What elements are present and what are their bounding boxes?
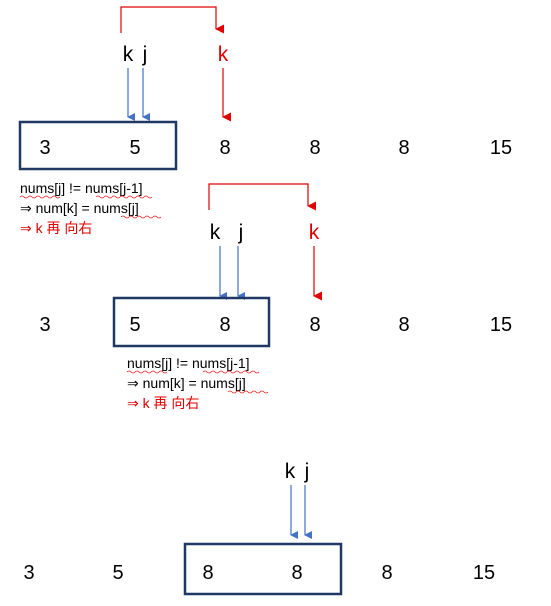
k-pointer-label: k [285, 460, 296, 483]
step-1: k j k 3 5 8 8 8 15 nums[j] != nums[j-1] … [18, 6, 512, 236]
spellcheck-underline [202, 370, 260, 374]
condition-note: nums[j] != nums[j-1] [127, 355, 250, 371]
array-value: 5 [129, 137, 140, 159]
array-value: 3 [39, 314, 50, 336]
array-value: 3 [23, 562, 34, 584]
array-value: 8 [219, 137, 230, 159]
array-value: 8 [291, 562, 302, 584]
k-pointer-label: k [210, 221, 221, 244]
spellcheck-underline [227, 390, 269, 394]
array-value: 8 [309, 314, 320, 336]
j-pointer-label: j [304, 460, 310, 483]
array-value: 8 [202, 562, 213, 584]
array-value: 5 [112, 562, 123, 584]
assign-note: ⇒ num[k] = nums[j] [127, 375, 246, 391]
array-value: 8 [309, 137, 320, 159]
k-pointer-label: k [123, 43, 134, 66]
compare-box [112, 296, 271, 348]
spellcheck-underline [19, 195, 61, 199]
spellcheck-underline [126, 370, 168, 374]
compare-box [183, 542, 343, 596]
assign-note: ⇒ num[k] = nums[j] [20, 200, 139, 216]
move-note: ⇒ k 再 向右 [20, 220, 92, 236]
array-value: 5 [129, 314, 140, 336]
k-move-arrow [208, 183, 316, 211]
condition-note: nums[j] != nums[j-1] [20, 180, 143, 196]
spellcheck-underline [120, 215, 162, 219]
step-2: k j k 3 5 8 8 8 15 nums[j] != nums[j-1] … [39, 183, 512, 411]
array-value: 8 [398, 137, 409, 159]
k-move-arrow [120, 6, 224, 34]
array-value: 8 [381, 562, 392, 584]
step-3: k j 3 5 8 8 8 15 [23, 460, 495, 596]
array-value: 3 [39, 137, 50, 159]
j-pointer-label: j [238, 221, 244, 244]
array-value: 15 [490, 137, 512, 159]
array-value: 8 [398, 314, 409, 336]
array-value: 15 [473, 562, 495, 584]
compare-box [18, 120, 178, 171]
spellcheck-underline [95, 195, 153, 199]
k-next-pointer-label: k [309, 221, 320, 244]
k-next-pointer-label: k [218, 43, 229, 66]
j-pointer-label: j [142, 43, 148, 66]
array-value: 8 [219, 314, 230, 336]
move-note: ⇒ k 再 向右 [127, 395, 199, 411]
array-value: 15 [490, 314, 512, 336]
